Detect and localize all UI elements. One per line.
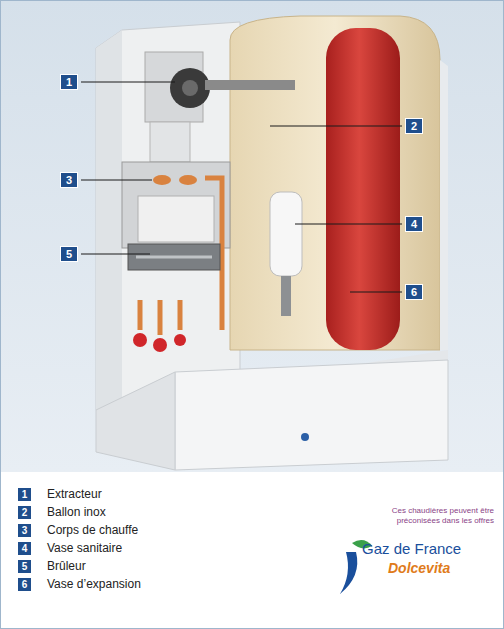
legend-item: 6 Vase d’expansion [18,577,141,591]
part-name: Vase sanitaire [47,541,122,555]
legend-item: 2 Ballon inox [18,505,106,519]
copper-coil [179,175,197,185]
callout-number: 4 [405,216,423,232]
expansion-vessel [326,28,400,350]
extractor-hub [182,80,198,96]
leader-line [350,292,402,293]
callout-number: 6 [18,578,31,591]
callout-text: 5 [66,248,72,260]
leader-line [81,82,175,83]
logo-text: Dolcevita [388,560,450,576]
extractor-motor [170,68,210,108]
heat-body-window [138,196,214,242]
callout-number: 2 [18,506,31,519]
copper-pipes [140,300,180,335]
flue-duct [150,122,190,162]
casing-side [96,30,122,410]
callout-number: 3 [60,172,78,188]
burner-rail [136,256,212,259]
leader-line [81,254,150,255]
copper-coil [153,175,171,185]
legend-item: 5 Brûleur [18,559,86,573]
callout-number: 5 [18,560,31,573]
legend-item: 4 Vase sanitaire [18,541,122,555]
front-drawer [175,360,448,470]
callout-number: 5 [60,246,78,262]
casing-corner [96,372,175,470]
callout-text: 6 [411,286,417,298]
sanitary-vessel [270,192,302,276]
background-panel [0,0,504,472]
callout-number: 4 [18,542,31,555]
leader-line [270,126,402,127]
callout-number: 1 [18,488,31,501]
part-name: Extracteur [47,487,102,501]
leader-line [81,180,152,181]
legend-item: 1 Extracteur [18,487,102,501]
callout-number: 2 [405,118,423,134]
callout-number: 6 [405,284,423,300]
callout-text: 2 [411,120,417,132]
logo-swoosh [340,552,357,594]
sanitary-pipe [281,276,291,316]
callout-number: 1 [60,74,78,90]
callout-text: 3 [66,174,72,186]
valve [153,338,167,352]
leader-line [295,224,402,225]
caption-note: Ces chaudières peuvent être préconisées … [372,506,494,526]
callout-text: 4 [411,218,417,230]
burner [128,244,220,270]
tank [230,16,440,350]
valve [174,334,186,346]
heat-body [122,162,230,248]
part-name: Corps de chauffe [47,523,138,537]
indicator-dot [301,433,309,441]
legend-item: 3 Corps de chauffe [18,523,138,537]
part-name: Ballon inox [47,505,106,519]
part-name: Vase d’expansion [47,577,141,591]
callout-number: 3 [18,524,31,537]
part-name: Brûleur [47,559,86,573]
valve [133,333,147,347]
extractor-pipe [205,80,295,90]
logo-text: Gaz de France [362,540,461,557]
casing-edge [440,60,448,350]
callout-text: 1 [66,76,72,88]
